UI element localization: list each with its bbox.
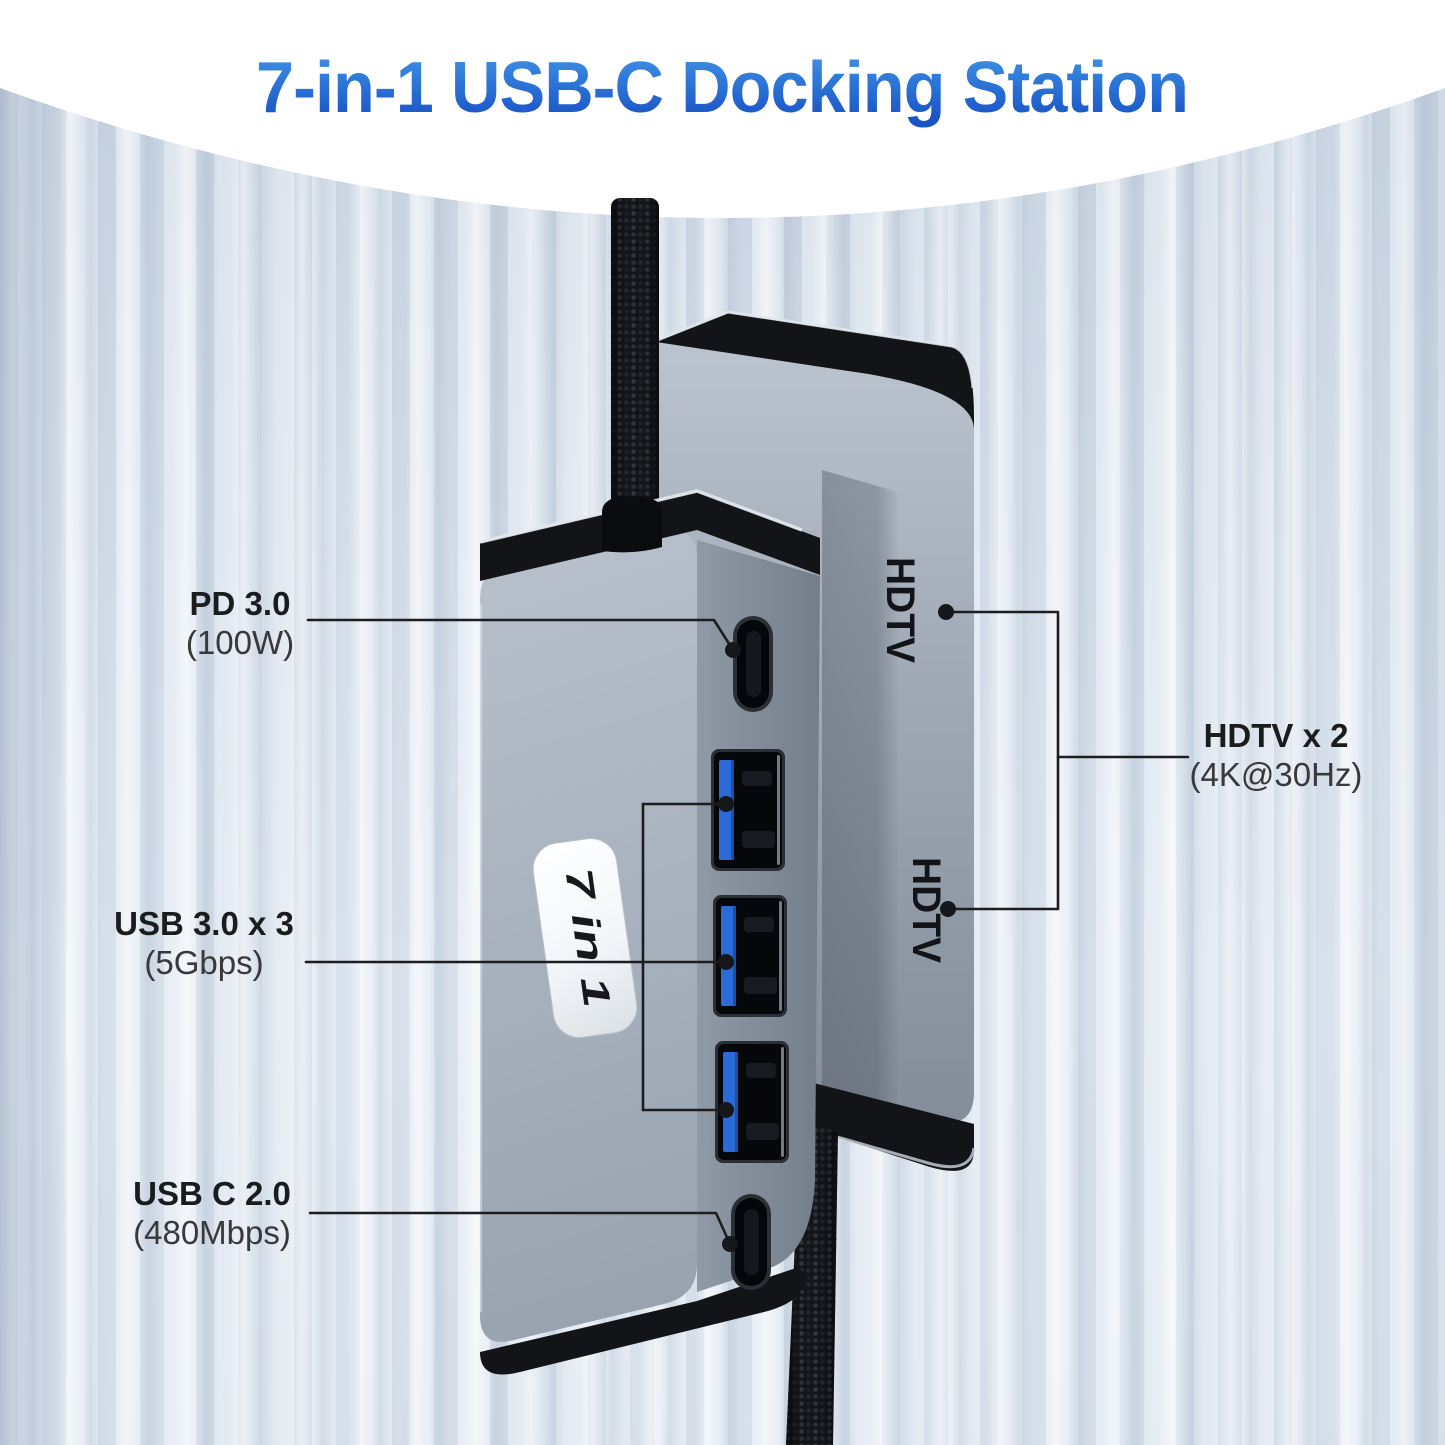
callout-line-usbc <box>308 1211 732 1246</box>
callout-line-pd <box>306 618 735 652</box>
callout-dot-pd <box>725 642 741 658</box>
badge-7in1: 7 in 1 <box>532 837 638 1039</box>
callout-hdtv-name: HDTV x 2 <box>1203 717 1349 754</box>
callout-pd-spec: (100W) <box>185 624 295 661</box>
callout-lines <box>304 610 1190 1246</box>
callout-dot-usb3-3 <box>718 1102 734 1118</box>
rear-dock-bottom-face <box>790 1077 974 1171</box>
cable-strain-relief <box>602 496 662 553</box>
callout-usbc-spec: (480Mbps) <box>133 1214 291 1251</box>
callout-usb3: USB 3.0 x 3 (5Gbps) <box>74 904 334 982</box>
callout-dots <box>718 604 956 1252</box>
rear-dock-top-rim <box>649 310 975 389</box>
callout-dot-hdtv-top <box>938 604 954 620</box>
callout-pd: PD 3.0 (100W) <box>110 584 370 662</box>
callout-dot-usb3-2 <box>718 954 734 970</box>
callout-dot-usb3-1 <box>718 796 734 812</box>
callout-pd-name: PD 3.0 <box>189 585 291 622</box>
rear-dock-bottom-rim <box>791 1122 976 1169</box>
callout-hdtv-spec: (4K@30Hz) <box>1189 756 1363 793</box>
badge-plate <box>532 837 638 1039</box>
callout-usb3-spec: (5Gbps) <box>144 944 264 981</box>
cable-top-shade <box>611 198 659 510</box>
front-dock-top-rim <box>479 489 803 544</box>
callout-usbc-name: USB C 2.0 <box>133 1175 291 1212</box>
callout-dot-usbc <box>722 1236 738 1252</box>
hdtv-port-label-top: HDTV <box>878 557 922 663</box>
callout-usb3-name: USB 3.0 x 3 <box>114 905 294 942</box>
background-dome <box>0 0 1445 218</box>
usb-c-pd-port <box>733 616 773 712</box>
front-dock-bottom-face <box>480 1268 805 1375</box>
usb-a-port-3 <box>715 1041 789 1163</box>
rear-dock-shadow <box>822 470 898 1112</box>
cable-top <box>611 198 659 510</box>
front-dock: 7 in 1 <box>479 489 820 1375</box>
rear-dock-top-face <box>650 313 974 430</box>
page-title: 7-in-1 USB-C Docking Station <box>256 48 1188 128</box>
callout-dot-hdtv-bottom <box>940 901 956 917</box>
callout-line-hdtv-bracket <box>944 610 1060 911</box>
callout-hdtv: HDTV x 2 (4K@30Hz) <box>1146 716 1406 794</box>
callout-usbc: USB C 2.0 (480Mbps) <box>82 1174 342 1252</box>
